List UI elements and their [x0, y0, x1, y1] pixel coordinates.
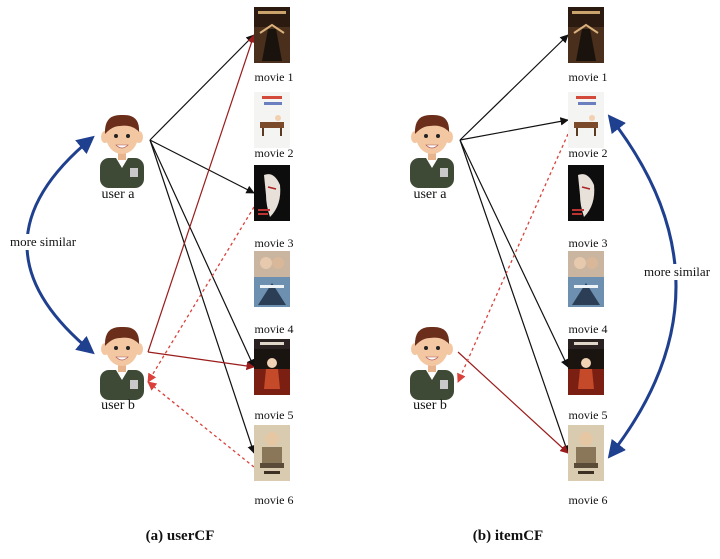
- movie-6-poster: [568, 425, 604, 481]
- movie-3-poster: [567, 164, 605, 222]
- panel-a-similarity-label: more similar: [0, 234, 88, 250]
- edge-user-a-to-movie-6: [149, 139, 256, 454]
- panel-b-movie-4-label: movie 4: [568, 322, 608, 336]
- movie-3-poster: [253, 164, 291, 222]
- edge-user-a-to-movie-1: [149, 34, 255, 141]
- panel-b-movie-1-label: movie 1: [568, 70, 608, 84]
- user-a-avatar: [99, 114, 145, 189]
- panel-a-user-a-label: user a: [101, 187, 135, 202]
- edge-user-b-to-movie-5: [147, 351, 255, 371]
- recommend-movie-3-to-user-b: [147, 206, 255, 383]
- similarity-arrow: [607, 114, 678, 459]
- panel-b-movie-5-label: movie 5: [568, 408, 608, 422]
- movie-1-poster: [567, 6, 605, 64]
- edge-user-a-to-movie-1: [459, 34, 569, 141]
- movie-1-poster: [253, 6, 291, 64]
- edge-user-a-to-movie-3: [149, 139, 255, 194]
- movie-4-poster: [568, 251, 604, 307]
- panel-a-caption: (a) userCF: [145, 528, 215, 544]
- panel-b-movie-2-label: movie 2: [568, 146, 608, 160]
- edge-user-b-to-movie-1: [147, 34, 256, 353]
- movie-6-poster: [254, 425, 290, 481]
- edge-user-b-to-movie-6: [457, 351, 569, 454]
- panel-a-movie-2-label: movie 2: [254, 146, 294, 160]
- panel-b-user-a-label: user a: [413, 187, 447, 202]
- user-b-avatar: [409, 326, 455, 401]
- panel-a-movie-5-label: movie 5: [254, 408, 294, 422]
- user-a-avatar: [409, 114, 455, 189]
- panel-a-user-b-label: user b: [101, 398, 135, 413]
- movie-2-poster: [254, 92, 290, 148]
- panel-b-caption: (b) itemCF: [472, 528, 544, 544]
- edge-user-a-to-movie-6: [459, 139, 570, 454]
- panel-a-movie-6-label: movie 6: [254, 493, 294, 507]
- movie-2-poster: [568, 92, 604, 148]
- user-b-avatar: [99, 326, 145, 401]
- panel-a: [25, 6, 291, 481]
- panel-b: [409, 6, 678, 481]
- movie-4-poster: [254, 251, 290, 307]
- movie-5-poster: [254, 339, 290, 395]
- panel-a-movie-4-label: movie 4: [254, 322, 294, 336]
- panel-b-movie-3-label: movie 3: [568, 236, 608, 250]
- panel-b-user-b-label: user b: [413, 398, 447, 413]
- edge-user-a-to-movie-2: [459, 117, 569, 141]
- edge-user-a-to-movie-5: [149, 139, 255, 368]
- panel-a-movie-1-label: movie 1: [254, 70, 294, 84]
- movie-5-poster: [568, 339, 604, 395]
- panel-a-movie-3-label: movie 3: [254, 236, 294, 250]
- panel-b-movie-6-label: movie 6: [568, 493, 608, 507]
- recommend-movie-6-to-user-b: [147, 381, 255, 468]
- panel-b-similarity-label: more similar: [632, 264, 720, 280]
- edge-user-a-to-movie-5: [459, 139, 569, 368]
